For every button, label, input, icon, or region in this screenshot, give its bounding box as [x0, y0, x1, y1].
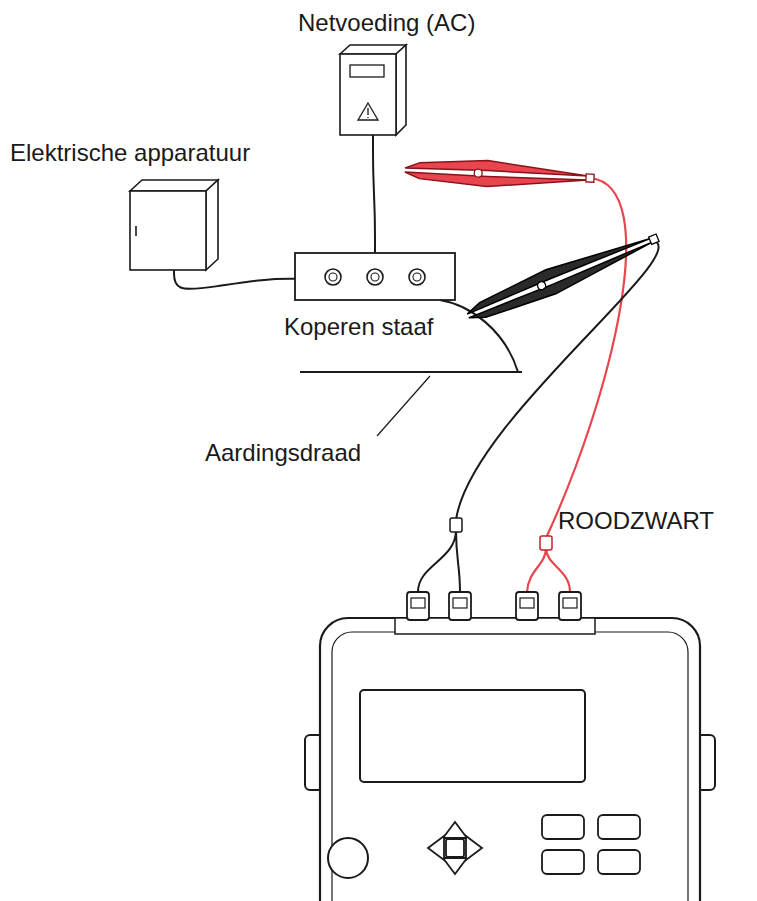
node-heading: Netvoeding (AC): [298, 8, 475, 38]
red-wire: [546, 178, 626, 538]
power-supply: Netvoeding (AC): [340, 45, 406, 135]
wire-connector: [373, 135, 375, 253]
wire-colour-label: ROODZWART: [558, 506, 714, 536]
earth-tester: [305, 618, 715, 901]
power-supply-outline: [340, 45, 406, 135]
black-wire-branch: [418, 530, 460, 592]
node-heading: Elektrische apparatuur: [10, 138, 250, 168]
node-heading: Koperen staaf: [284, 312, 433, 342]
terminal-strip: Koperen staaf: [295, 253, 455, 300]
wire-connector: [174, 270, 295, 289]
equipment-box-outline: [130, 180, 218, 270]
ground-wire: [300, 371, 522, 373]
terminal-strip-outline: [295, 253, 455, 300]
ground-wire-label: Aardingsdraad: [205, 438, 361, 468]
black-wire: [456, 240, 659, 520]
equipment-box: Elektrische apparatuur: [130, 180, 218, 270]
leader-line: [377, 376, 430, 436]
black-splice: [450, 518, 462, 532]
red-wire-branch: [527, 548, 570, 592]
probe-clips: [404, 157, 662, 328]
red-splice: [540, 536, 552, 550]
meter-terminals: [407, 592, 581, 620]
